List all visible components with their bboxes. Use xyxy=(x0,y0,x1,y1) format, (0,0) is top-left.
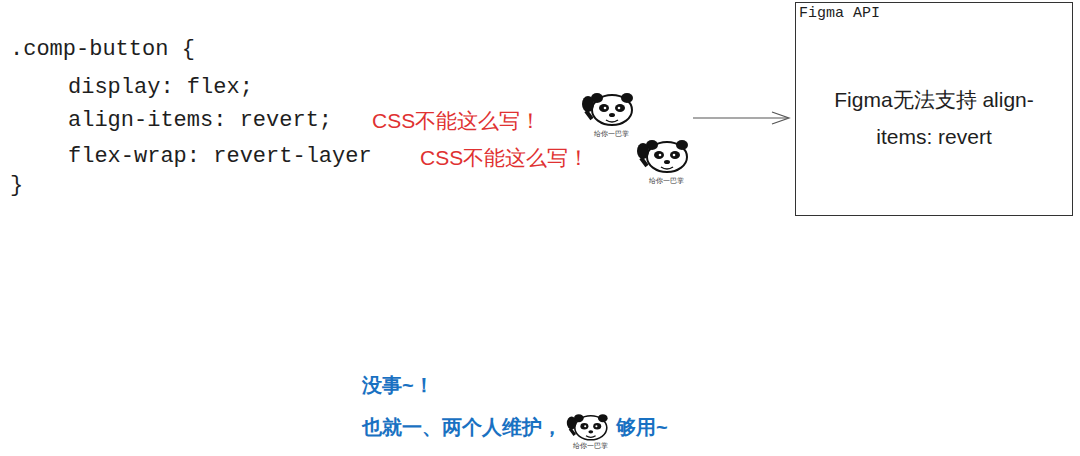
code-line: .comp-button { xyxy=(10,37,195,63)
warning-note: CSS不能这么写！ xyxy=(420,145,589,171)
warning-note: CSS不能这么写！ xyxy=(372,108,541,134)
panda-icon xyxy=(566,411,614,443)
panda-icon xyxy=(636,136,696,176)
api-box: Figma API Figma无法支持 align-items: revert xyxy=(795,2,1073,216)
code-line: flex-wrap: revert-layer xyxy=(68,144,372,170)
code-line: align-items: revert; xyxy=(68,108,332,134)
code-line: display: flex; xyxy=(68,75,253,101)
box-body: Figma无法支持 align-items: revert xyxy=(828,81,1040,155)
comment-line: 够用~ xyxy=(616,414,668,440)
box-heading: Figma API xyxy=(799,5,880,23)
panda-icon xyxy=(581,89,641,129)
panda-caption: 给你一巴掌 xyxy=(573,442,608,450)
comment-line: 也就一、两个人维护， xyxy=(362,414,562,440)
comment-line: 没事~！ xyxy=(362,372,434,398)
code-line: } xyxy=(10,173,23,199)
panda-caption: 给你一巴掌 xyxy=(594,130,629,138)
panda-caption: 给你一巴掌 xyxy=(649,177,684,185)
